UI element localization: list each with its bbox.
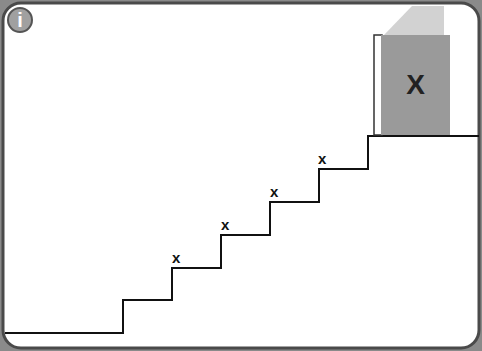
staircase — [5, 136, 479, 333]
book-pages — [384, 6, 444, 35]
info-icon: i — [6, 6, 34, 34]
frame — [3, 3, 479, 348]
book-cover: X — [381, 35, 450, 135]
book-letter: X — [406, 69, 425, 101]
step-mark: x — [221, 217, 229, 232]
step-mark: x — [172, 250, 180, 265]
icon-letter: i — [17, 9, 23, 32]
step-mark: x — [318, 151, 326, 166]
step-mark: x — [270, 184, 278, 199]
icon-circle-shape — [8, 8, 32, 32]
